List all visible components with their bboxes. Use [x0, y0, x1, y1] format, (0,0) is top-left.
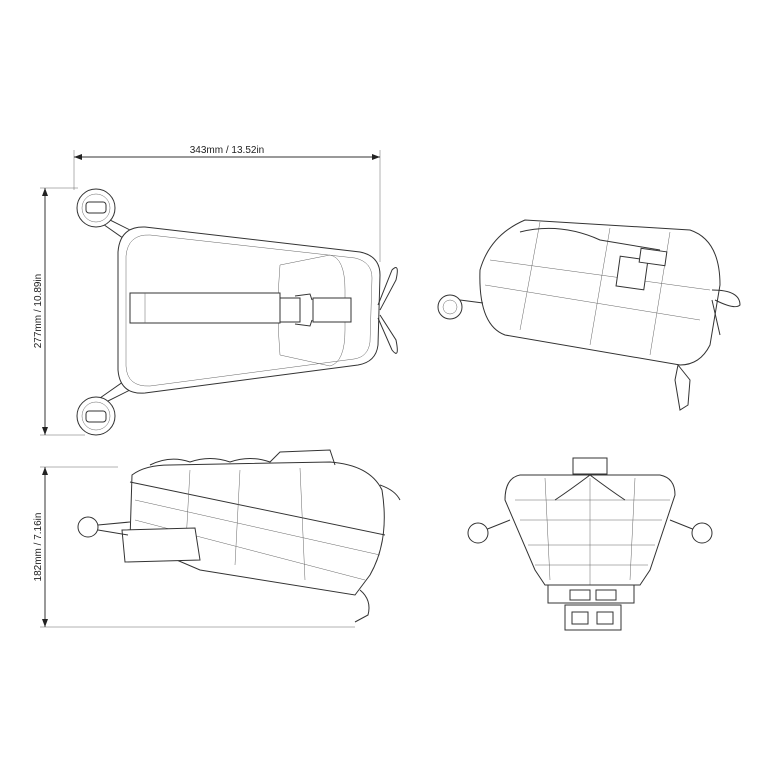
height-label: 182mm / 7.16in [33, 513, 44, 582]
length-label: 277mm / 10.89in [33, 274, 44, 349]
isometric-view [437, 219, 741, 411]
rear-view [467, 457, 713, 631]
width-dimension: 343mm / 13.52in [73, 145, 381, 262]
side-view [77, 449, 401, 623]
top-view [76, 188, 398, 436]
height-dimension: 182mm / 7.16in [33, 466, 355, 628]
length-dimension: 277mm / 10.89in [33, 187, 85, 436]
width-label: 343mm / 13.52in [190, 145, 265, 156]
